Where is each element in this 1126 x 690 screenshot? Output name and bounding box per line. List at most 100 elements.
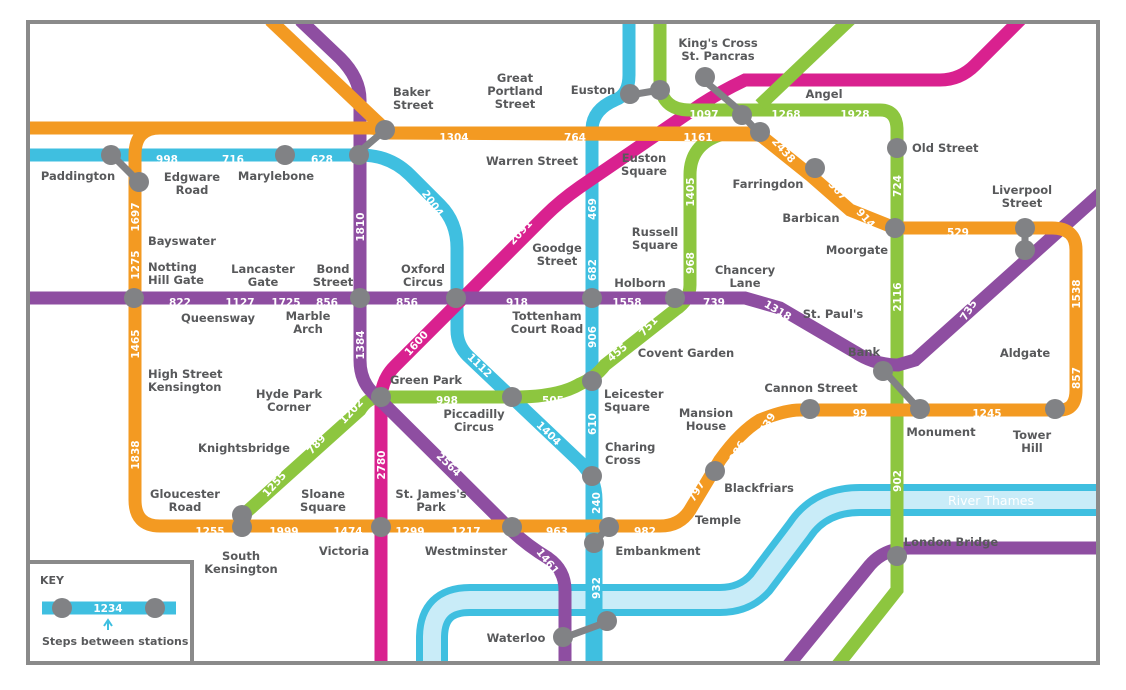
station-dot-euston-north[interactable]	[650, 80, 670, 100]
step-count-circle-sloane-southken: 1999	[269, 526, 298, 538]
station-dot-euston[interactable]	[620, 84, 640, 104]
station-label-barbican[interactable]: Barbican	[782, 211, 839, 225]
station-dot-cannon-street[interactable]	[800, 399, 820, 419]
step-count-circle-tower-monument: 1245	[972, 408, 1001, 420]
line-central-purple	[28, 187, 1098, 372]
station-label-embankment[interactable]: Embankment	[615, 544, 701, 558]
station-markers	[101, 67, 1065, 647]
map-frame	[26, 20, 1100, 665]
station-dot-notting-hill-gate[interactable]	[124, 288, 144, 308]
station-dot-kings-cross[interactable]	[695, 67, 715, 87]
station-label-knightsbridge[interactable]: Knightsbridge	[198, 441, 290, 455]
station-dot-holborn[interactable]	[665, 288, 685, 308]
station-dot-charing-cross[interactable]	[582, 466, 602, 486]
station-dot-liverpool-street[interactable]	[1015, 218, 1035, 238]
station-dot-bank[interactable]	[873, 361, 893, 381]
station-label-london-bridge[interactable]: London Bridge	[904, 535, 999, 549]
station-dot-leicester-square[interactable]	[582, 371, 602, 391]
station-dot-london-bridge[interactable]	[887, 546, 907, 566]
station-label-aldgate[interactable]: Aldgate	[1000, 346, 1051, 360]
station-label-queensway[interactable]: Queensway	[181, 311, 256, 325]
station-label-green-park[interactable]: Green Park	[390, 373, 462, 387]
station-dot-moorgate[interactable]	[885, 218, 905, 238]
station-dot-bond-street[interactable]	[350, 288, 370, 308]
station-label-covent-garden[interactable]: Covent Garden	[638, 346, 734, 360]
step-count-northern-angel-old: 1928	[840, 109, 869, 121]
station-dot-embankment-2[interactable]	[584, 533, 604, 553]
station-label-bayswater[interactable]: Bayswater	[148, 234, 216, 248]
station-label-westminster[interactable]: Westminster	[425, 544, 508, 558]
step-count-circle-victoria-sloane: 1474	[333, 526, 362, 538]
station-label-moorgate[interactable]: Moorgate	[826, 243, 888, 257]
station-label-temple[interactable]: Temple	[695, 513, 741, 527]
station-dot-embankment[interactable]	[599, 517, 619, 537]
line-green-southeast	[830, 560, 904, 663]
station-dot-green-park[interactable]	[371, 387, 391, 407]
station-dot-kings-cross-2[interactable]	[732, 105, 752, 125]
station-dot-baker-street[interactable]	[375, 120, 395, 140]
station-label-holborn[interactable]: Holborn	[614, 276, 665, 290]
station-label-cannon-street[interactable]: Cannon Street	[764, 381, 858, 395]
station-dot-blackfriars[interactable]	[705, 461, 725, 481]
station-label-marylebone[interactable]: Marylebone	[238, 169, 314, 183]
station-dot-paddington-circle[interactable]	[129, 172, 149, 192]
station-label-waterloo[interactable]: Waterloo	[487, 631, 546, 645]
station-dot-baker-street-h[interactable]	[349, 145, 369, 165]
station-label-victoria[interactable]: Victoria	[319, 544, 369, 558]
station-label-angel[interactable]: Angel	[805, 87, 842, 101]
station-dot-waterloo-2[interactable]	[597, 611, 617, 631]
station-label-old-street[interactable]: Old Street	[912, 141, 979, 155]
station-dot-oxford-circus[interactable]	[446, 288, 466, 308]
station-dot-marylebone[interactable]	[275, 145, 295, 165]
station-dot-monument[interactable]	[910, 399, 930, 419]
station-dot-waterloo[interactable]	[553, 627, 573, 647]
station-dot-tottenham-court-road[interactable]	[582, 288, 602, 308]
station-label-blackfriars[interactable]: Blackfriars	[724, 481, 794, 495]
station-dot-south-kensington-2[interactable]	[232, 517, 252, 537]
station-label-farringdon[interactable]: Farringdon	[733, 177, 804, 191]
step-count-circle-westminster-stjames: 1217	[451, 526, 480, 538]
station-dot-paddington[interactable]	[101, 145, 121, 165]
station-label-monument[interactable]: Monument	[906, 425, 976, 439]
station-label-paddington[interactable]: Paddington	[41, 169, 115, 183]
step-count-circle-hsk-notting: 1465	[130, 329, 142, 358]
station-dot-piccadilly-circus[interactable]	[502, 387, 522, 407]
station-label-warren-street[interactable]: Warren Street	[486, 154, 578, 168]
station-dot-liverpool-street-2[interactable]	[1015, 240, 1035, 260]
station-label-st-pauls[interactable]: St. Paul's	[803, 307, 864, 321]
station-label-bank[interactable]: Bank	[848, 345, 881, 359]
station-dot-kings-cross-3[interactable]	[750, 122, 770, 142]
station-dot-old-street[interactable]	[887, 138, 907, 158]
station-dot-victoria[interactable]	[371, 517, 391, 537]
station-label-euston[interactable]: Euston	[571, 83, 615, 97]
station-dot-westminster[interactable]	[502, 517, 522, 537]
station-dot-farringdon[interactable]	[805, 158, 825, 178]
station-dot-tower-hill[interactable]	[1045, 399, 1065, 419]
